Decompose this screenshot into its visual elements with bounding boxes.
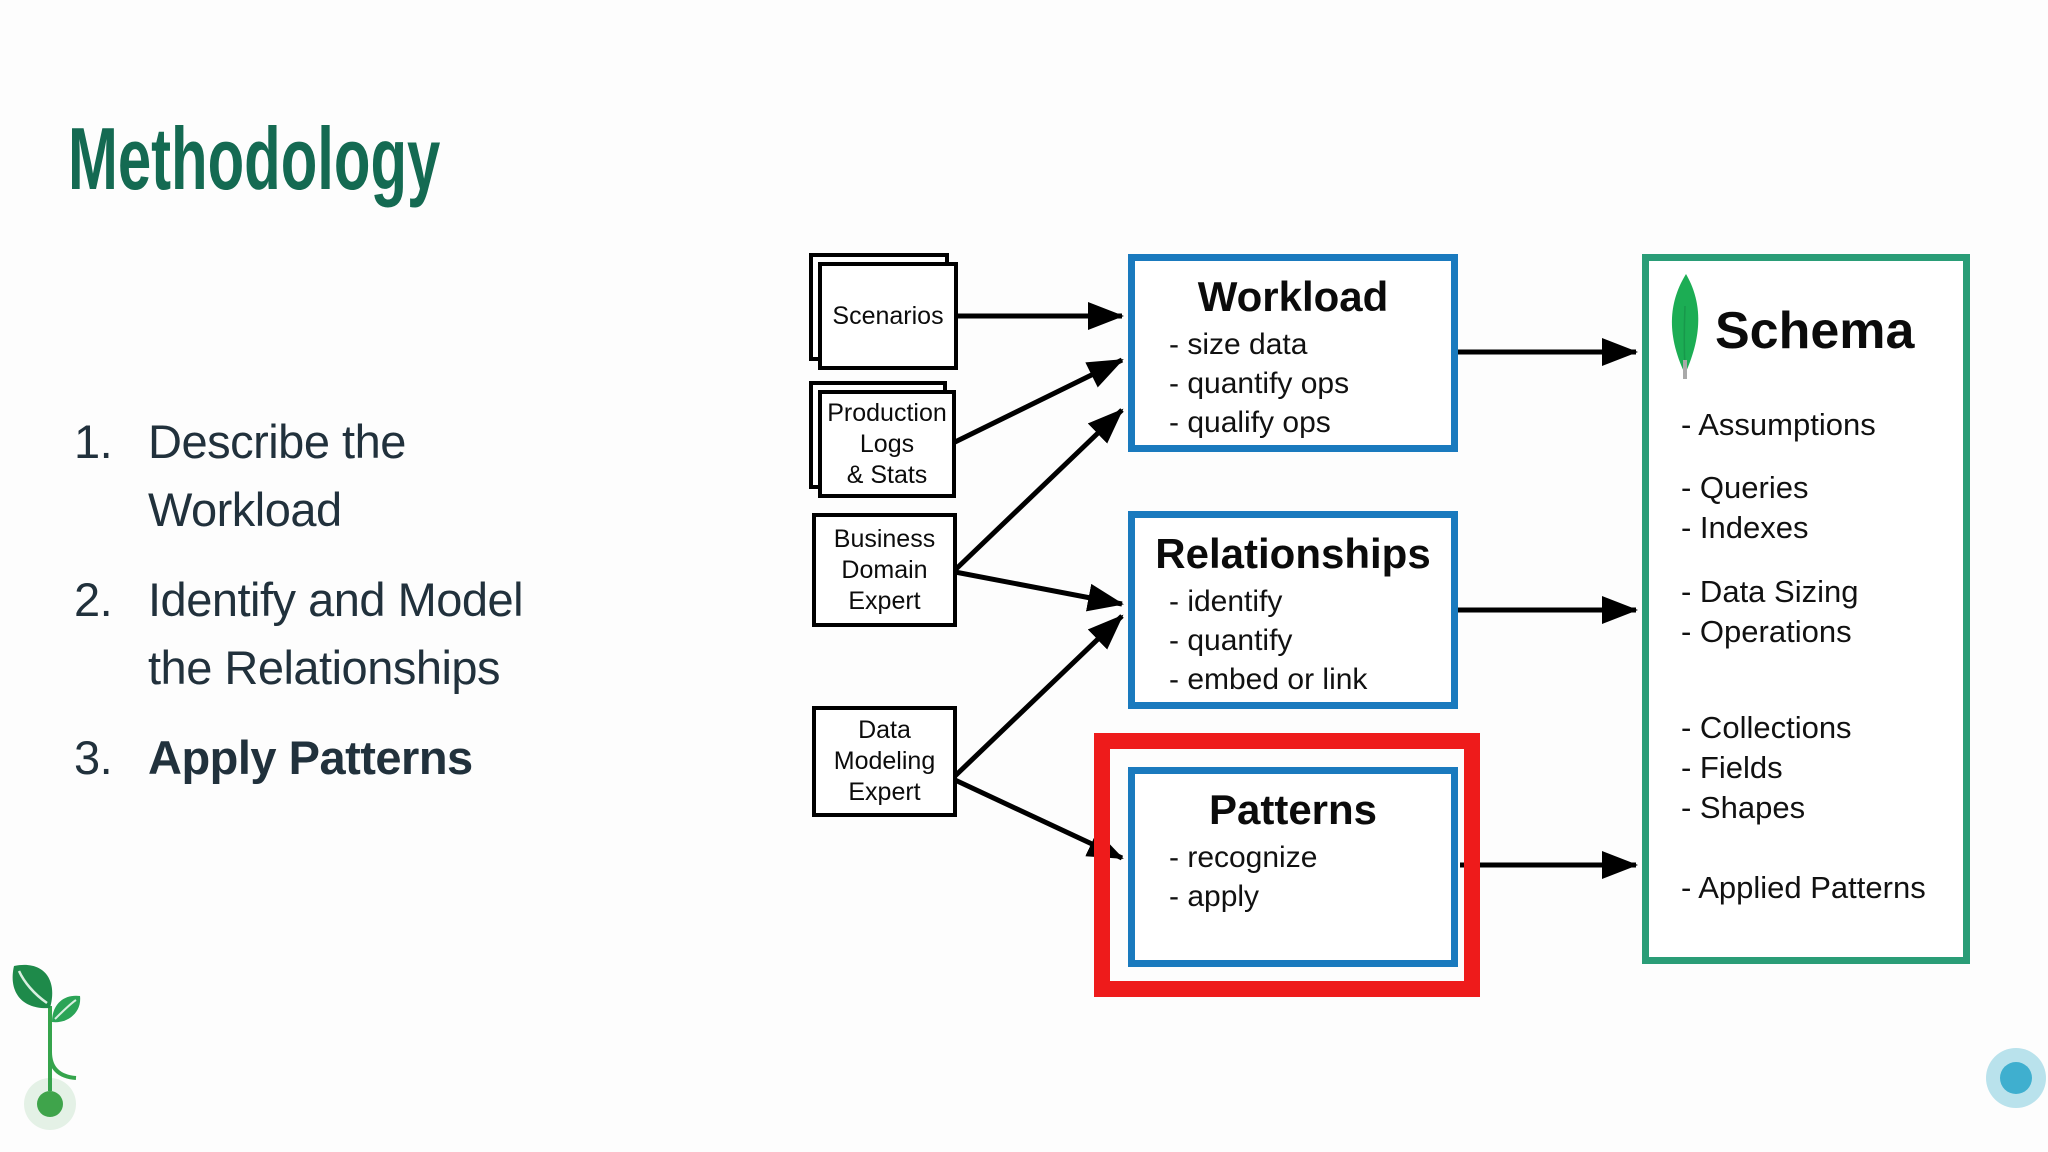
mongodb-leaf-icon (1671, 274, 1699, 379)
source-box-business-domain-expert: Business Domain Expert (812, 513, 957, 627)
source-label: & Stats (846, 460, 928, 489)
stage-item: - recognize (1169, 841, 1318, 874)
stage-item: - embed or link (1169, 663, 1368, 696)
source-label: Expert (848, 778, 921, 806)
list-item-3: 3. Apply Patterns (74, 724, 614, 792)
list-text: Apply Patterns (148, 731, 473, 784)
source-label: Scenarios (832, 301, 944, 330)
schema-item: - Shapes (1681, 790, 1806, 825)
source-box-production-logs: Production Logs & Stats (809, 381, 956, 498)
schema-box: Schema - Assumptions - Queries - Indexes… (1642, 254, 1970, 964)
stage-box-workload: Workload - size data - quantify ops - qu… (1128, 254, 1458, 452)
schema-item-list: - Assumptions - Queries - Indexes - Data… (1681, 405, 1926, 908)
source-label: Expert (848, 586, 921, 615)
schema-item: - Collections (1681, 710, 1852, 745)
list-number: 2. (74, 573, 113, 626)
source-label: Production (827, 398, 947, 427)
stage-title: Workload (1197, 273, 1389, 320)
stage-title: Relationships (1155, 530, 1431, 577)
stage-item: - identify (1169, 585, 1283, 618)
patterns-highlight-frame (1094, 733, 1480, 997)
schema-item: - Operations (1681, 614, 1852, 649)
schema-item: - Fields (1681, 750, 1783, 785)
stage-box-relationships: Relationships - identify - quantify - em… (1128, 511, 1458, 709)
stage-item: - quantify (1169, 624, 1293, 657)
source-label: Business (833, 524, 936, 553)
schema-title: Schema (1715, 302, 1915, 360)
source-box-scenarios: Scenarios (809, 253, 958, 370)
stage-title: Patterns (1208, 786, 1378, 833)
stage-item: - size data (1169, 328, 1308, 361)
schema-item: - Applied Patterns (1681, 870, 1926, 905)
source-label: Data (858, 716, 911, 744)
list-text: Identify and Model the Relationships (148, 573, 524, 694)
schema-item: - Indexes (1681, 510, 1809, 545)
stage-item: - qualify ops (1169, 406, 1331, 439)
sprout-icon (12, 964, 81, 1130)
methodology-steps: 1. Describe the Workload 2. Identify and… (74, 408, 614, 814)
timeline-dot-icon (1986, 1048, 2046, 1108)
schema-item: - Queries (1681, 470, 1809, 505)
source-box-data-modeling-expert: Data Modeling Expert (812, 706, 957, 817)
list-number: 1. (74, 415, 113, 468)
stage-item: - quantify ops (1169, 367, 1350, 400)
source-label: Logs (859, 429, 915, 458)
list-number: 3. (74, 731, 113, 784)
schema-item: - Data Sizing (1681, 574, 1859, 609)
list-text: Describe the Workload (148, 415, 406, 536)
stage-box-patterns: Patterns - recognize - apply (1128, 767, 1458, 967)
source-label: Domain (841, 555, 928, 584)
list-item-2: 2. Identify and Model the Relationships (74, 566, 614, 702)
source-label: Modeling (833, 747, 936, 775)
schema-item: - Assumptions (1681, 407, 1876, 442)
page-title: Methodology (68, 109, 441, 208)
list-item-1: 1. Describe the Workload (74, 408, 614, 544)
stage-item: - apply (1169, 880, 1260, 913)
